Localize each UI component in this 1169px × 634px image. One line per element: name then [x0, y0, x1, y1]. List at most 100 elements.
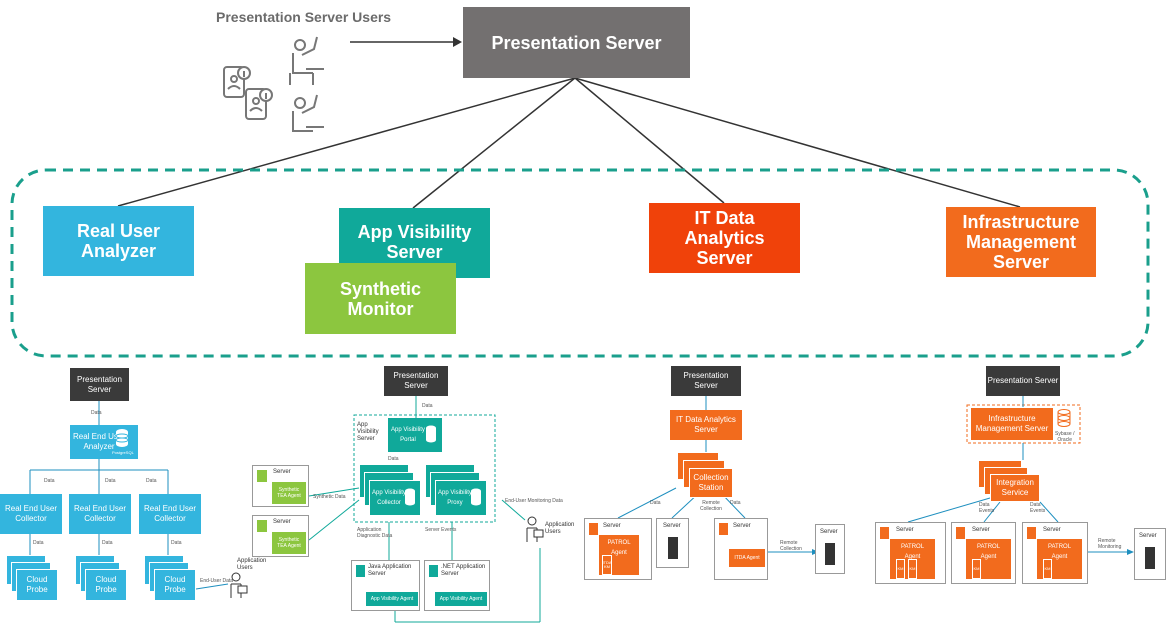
d1-data-label: Data [146, 478, 157, 484]
d1-data-label: Data [105, 478, 116, 484]
user-laptop-icon [230, 572, 248, 598]
tablet-info-icon [223, 66, 251, 98]
server-label: Server [273, 469, 291, 475]
d1-end-user-data-label: End-User Data [200, 578, 234, 584]
d2-application-users-label: Application Users [545, 522, 575, 535]
server-icon [257, 470, 267, 482]
d2-application-diagnostic-data-label: Application Diagnostic Data [357, 527, 393, 539]
d1-data-label: Data [33, 540, 44, 546]
d4-integration-service: Integration Service [990, 474, 1040, 502]
server-label: Server [1139, 533, 1157, 539]
database-icon [405, 488, 415, 506]
java-application-server-label: Java Application Server [368, 564, 412, 577]
d3-data-label: Data [730, 500, 741, 506]
d1-data-label: Data [102, 540, 113, 546]
d1-application-users-label: Application Users [237, 558, 267, 571]
d3-server-remote: Server [815, 524, 845, 574]
d3-remote-collection-label: Remote Collection [780, 540, 802, 552]
d1-cloud-probe-2: Cloud Probe [85, 569, 127, 601]
server-label: Server [896, 527, 914, 533]
d4-data-events-label: Data Events [979, 502, 995, 514]
app-visibility-agent: App Visibility Agent [366, 592, 418, 606]
d1-collector-1: Real End User Collector [0, 494, 62, 534]
app-visibility-agent: App Visibility Agent [435, 592, 487, 606]
server-icon [429, 565, 438, 577]
synthetic-tea-agent: Synthetic TEA Agent [272, 532, 306, 554]
infrastructure-management-server-box: Infrastructure Management Server [946, 207, 1096, 277]
real-user-analyzer-box: Real User Analyzer [43, 206, 194, 276]
net-application-server-label: .NET Application Server [441, 564, 486, 577]
km-module: KM [896, 559, 905, 579]
presentation-server-label: Presentation Server [491, 32, 662, 53]
server-icon [880, 527, 889, 539]
synthetic-tea-agent: Synthetic TEA Agent [272, 482, 306, 504]
d2-server-events-label: Server Events [425, 527, 457, 533]
d4-server-remote: Server [1134, 528, 1166, 580]
server-icon [825, 543, 835, 565]
d3-it-data-analytics-server: IT Data Analytics Server [670, 410, 742, 440]
d2-end-user-monitoring-data-label: End-User Monitoring Data [505, 498, 563, 504]
d3-server-plain: Server [656, 518, 689, 568]
d4-server-3: Server PATROL Agent KM [1022, 522, 1088, 584]
d1-presentation-server: Presentation Server [70, 368, 129, 401]
it-data-analytics-server-label: IT Data Analytics Server [684, 208, 765, 268]
d1-data-label: Data [44, 478, 55, 484]
km-module: KM [972, 559, 981, 579]
d1-data-label: Data [171, 540, 182, 546]
d4-sybase-oracle-label: Sybase / Oracle [1055, 431, 1075, 443]
d2-net-application-server: .NET Application Server App Visibility A… [424, 560, 490, 611]
server-icon [719, 523, 728, 535]
d4-data-events-label: Data Events [1030, 502, 1046, 514]
server-icon [956, 527, 965, 539]
d2-synthetic-data-label: Synthetic Data [313, 494, 346, 500]
d3-data-label: Data [650, 500, 661, 506]
d2-presentation-server: Presentation Server [384, 366, 448, 396]
server-group-dashed-border [10, 168, 1150, 358]
database-icon [115, 429, 129, 447]
database-icon [426, 425, 436, 443]
server-icon [589, 523, 598, 535]
desk-user-icon [292, 94, 324, 132]
desk-user-icon [289, 36, 324, 85]
real-user-analyzer-label: Real User Analyzer [76, 221, 161, 261]
d3-server-itda: Server ITDA Agent [714, 518, 768, 580]
d3-remote-collection-label: Remote Collection [700, 500, 722, 512]
server-icon [356, 565, 365, 577]
d2-app-visibility-server-label: App Visibility Server [357, 422, 379, 442]
user-laptop-icon [526, 516, 544, 542]
d3-collection-station: Collection Station [689, 468, 733, 498]
users-icon-group [223, 36, 324, 132]
server-icon [668, 537, 678, 559]
server-label: Server [733, 523, 751, 529]
d2-synthetic-server-1: Server Synthetic TEA Agent [252, 465, 309, 507]
d3-presentation-server: Presentation Server [671, 366, 741, 396]
server-label: Server [603, 523, 621, 529]
server-icon [1145, 547, 1155, 569]
presentation-server-box: Presentation Server [463, 7, 690, 78]
itda-agent: ITDA Agent [729, 549, 765, 567]
server-label: Server [1043, 527, 1061, 533]
server-label: Server [820, 529, 838, 535]
it-data-analytics-server-box: IT Data Analytics Server [649, 203, 800, 273]
d2-data-label: Data [422, 403, 433, 409]
d1-data-label: Data [91, 410, 102, 416]
d2-synthetic-server-2: Server Synthetic TEA Agent [252, 515, 309, 557]
d4-remote-monitoring-label: Remote Monitoring [1098, 538, 1122, 550]
d2-data-label: Data [388, 456, 399, 462]
tablet-info-icon [245, 88, 273, 120]
synthetic-monitor-label: Synthetic Monitor [339, 278, 422, 319]
d4-infrastructure-management-server: Infrastructure Management Server [971, 408, 1053, 440]
d3-server-patrol: Server PATROL Agent ITDA KM [584, 518, 652, 580]
database-icon [471, 488, 481, 506]
synthetic-monitor-box: Synthetic Monitor [305, 263, 456, 334]
d4-presentation-server: Presentation Server [986, 366, 1060, 396]
km-module: KM [908, 559, 917, 579]
d4-server-1: Server PATROL Agent KM KM [875, 522, 946, 584]
d2-app-visibility-collector: App Visibility Collector [369, 480, 421, 516]
d4-server-2: Server PATROL Agent KM [951, 522, 1016, 584]
km-module: KM [1043, 559, 1052, 579]
infrastructure-management-server-label: Infrastructure Management Server [962, 212, 1080, 272]
itda-km: ITDA KM [602, 555, 612, 575]
d1-cloud-probe-1: Cloud Probe [16, 569, 58, 601]
